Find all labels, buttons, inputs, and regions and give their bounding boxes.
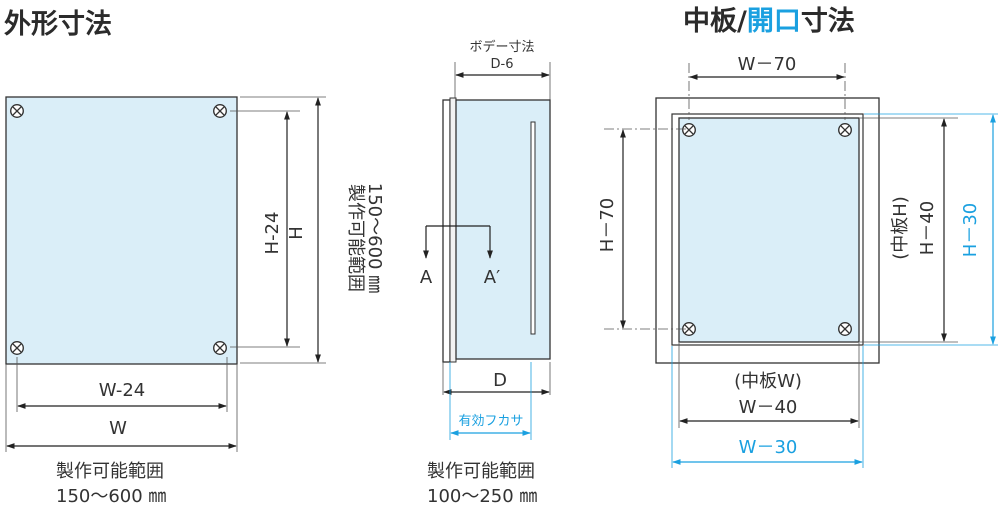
side-range-label: 製作可能範囲 bbox=[427, 461, 535, 482]
h-24-label: H-24 bbox=[262, 212, 283, 255]
d-label: D bbox=[493, 370, 507, 391]
h-minus-30-label: H－30 bbox=[960, 203, 981, 257]
side-range-value: 100～250 ㎜ bbox=[427, 486, 537, 507]
outer-range-label: 製作可能範囲 bbox=[56, 461, 164, 482]
range-vertical-value: 150～600 ㎜ bbox=[364, 183, 385, 293]
screw-icon-bottom-left bbox=[10, 341, 24, 355]
screw-icon-inner-tl bbox=[682, 123, 696, 137]
outer-range-value: 150～600 ㎜ bbox=[56, 486, 166, 507]
screw-icon-inner-br bbox=[838, 322, 852, 336]
w-minus-70-label: W－70 bbox=[738, 54, 797, 75]
section-a-prime-label: A′ bbox=[484, 267, 500, 288]
w-minus-30-label: W－30 bbox=[739, 437, 798, 458]
w-label: W bbox=[109, 418, 127, 439]
w-24-label: W-24 bbox=[99, 380, 145, 401]
d-minus-6-label: D-6 bbox=[491, 57, 514, 72]
inner-view: 中板/開口寸法 W－70 H－70 (中板H) H－40 H－30 ( bbox=[597, 6, 998, 468]
body-dim-label: ボデー寸法 bbox=[469, 39, 534, 55]
screw-icon-bottom-right bbox=[213, 341, 227, 355]
inner-h-label: (中板H) bbox=[890, 196, 911, 260]
outer-title: 外形寸法 bbox=[4, 9, 112, 40]
screw-icon-inner-tr bbox=[838, 123, 852, 137]
side-slot bbox=[530, 121, 536, 335]
effective-depth-label: 有効フカサ bbox=[458, 414, 523, 429]
side-view: ボデー寸法 D-6 A A′ D 有効フカサ 製作可能範囲 100～250 ㎜ bbox=[420, 39, 551, 507]
door-profile bbox=[442, 99, 451, 363]
front-panel bbox=[5, 96, 238, 365]
body-side bbox=[455, 99, 551, 360]
inner-title: 中板/開口寸法 bbox=[683, 6, 855, 37]
range-vertical-label: 製作可能範囲 bbox=[345, 184, 366, 292]
inner-w-label: (中板W) bbox=[734, 371, 802, 392]
h-minus-70-label: H－70 bbox=[597, 198, 618, 252]
h-label: H bbox=[286, 226, 307, 240]
inner-plate bbox=[678, 117, 860, 343]
outer-view: 外形寸法 W-24 W H-24 H 製作可能範囲 150～600 ㎜ 製作可能… bbox=[4, 9, 385, 507]
w-minus-40-label: W－40 bbox=[739, 397, 798, 418]
h-minus-40-label: H－40 bbox=[917, 201, 938, 255]
section-a-label: A bbox=[420, 267, 433, 288]
screw-icon-top-left bbox=[10, 104, 24, 118]
screw-icon-top-right bbox=[213, 104, 227, 118]
